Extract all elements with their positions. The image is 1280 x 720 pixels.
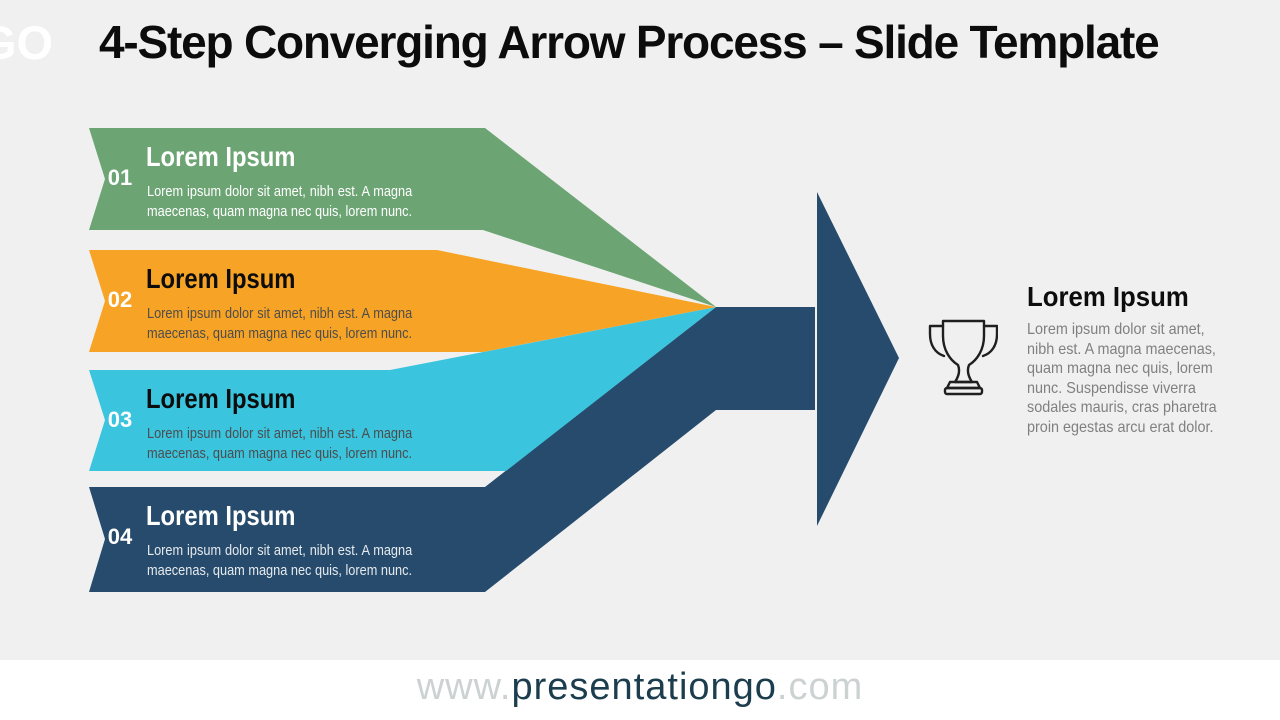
step-2-number: 02	[107, 287, 133, 312]
step-3-ribbon	[89, 307, 716, 471]
step-3-number: 03	[107, 407, 133, 432]
step-2-ribbon	[89, 250, 716, 352]
step-3-title: Lorem Ipsum	[146, 383, 296, 414]
step-2-description-line2: maecenas, quam magna nec quis, lorem nun…	[147, 325, 413, 342]
result-title: Lorem Ipsum	[1027, 281, 1189, 312]
trophy-right-handle	[981, 324, 998, 358]
result-line: nibh est. A magna maecenas,	[1027, 340, 1216, 358]
step-4-description: Lorem ipsum dolor sit amet, nibh est. A …	[147, 541, 416, 581]
step-1-description-line2: maecenas, quam magna nec quis, lorem nun…	[147, 203, 413, 220]
step-4-description-line1: Lorem ipsum dolor sit amet, nibh est. A …	[147, 542, 413, 559]
arrowhead	[817, 192, 899, 526]
step-4-number: 04	[107, 524, 133, 549]
step-4-ribbon	[89, 307, 815, 592]
step-1-number: 01	[107, 165, 133, 190]
trophy-base-plate	[943, 386, 984, 396]
trophy-cup	[941, 319, 986, 384]
presentationgo-logo: GO	[0, 16, 54, 69]
footer-www: www.	[416, 666, 512, 708]
step-4-description-line2: maecenas, quam magna nec quis, lorem nun…	[147, 562, 413, 579]
step-2-description-line1: Lorem ipsum dolor sit amet, nibh est. A …	[147, 305, 413, 322]
result-line: quam magna nec quis, lorem	[1027, 360, 1213, 377]
footer-strip	[0, 660, 1280, 720]
step-4-title: Lorem Ipsum	[146, 500, 296, 531]
step-1-description-line1: Lorem ipsum dolor sit amet, nibh est. A …	[147, 183, 413, 200]
step-3-description: Lorem ipsum dolor sit amet, nibh est. A …	[147, 424, 416, 464]
result-line: sodales mauris, cras pharetra	[1027, 399, 1217, 416]
result-line: nunc. Suspendisse viverra	[1027, 379, 1196, 397]
footer-watermark: www.presentationgo.com	[0, 665, 1280, 709]
step-3-description-line2: maecenas, quam magna nec quis, lorem nun…	[147, 445, 413, 462]
result-line: Lorem ipsum dolor sit amet,	[1027, 321, 1205, 338]
slide-title: 4-Step Converging Arrow Process – Slide …	[99, 16, 1160, 68]
trophy-left-handle	[928, 324, 946, 358]
trophy-icon	[928, 319, 998, 396]
step-2-title: Lorem Ipsum	[146, 263, 296, 294]
step-3-description-line1: Lorem ipsum dolor sit amet, nibh est. A …	[147, 425, 413, 442]
result-line: proin egestas arcu erat dolor.	[1027, 418, 1214, 436]
result-description: Lorem ipsum dolor sit amet, nibh est. A …	[1027, 320, 1234, 437]
step-2-description: Lorem ipsum dolor sit amet, nibh est. A …	[147, 304, 416, 344]
step-1-description: Lorem ipsum dolor sit amet, nibh est. A …	[147, 182, 416, 222]
footer-brand: presentationgo	[511, 666, 777, 708]
footer-tld: .com	[776, 666, 864, 708]
step-1-ribbon	[89, 128, 716, 307]
step-1-title: Lorem Ipsum	[146, 141, 296, 172]
